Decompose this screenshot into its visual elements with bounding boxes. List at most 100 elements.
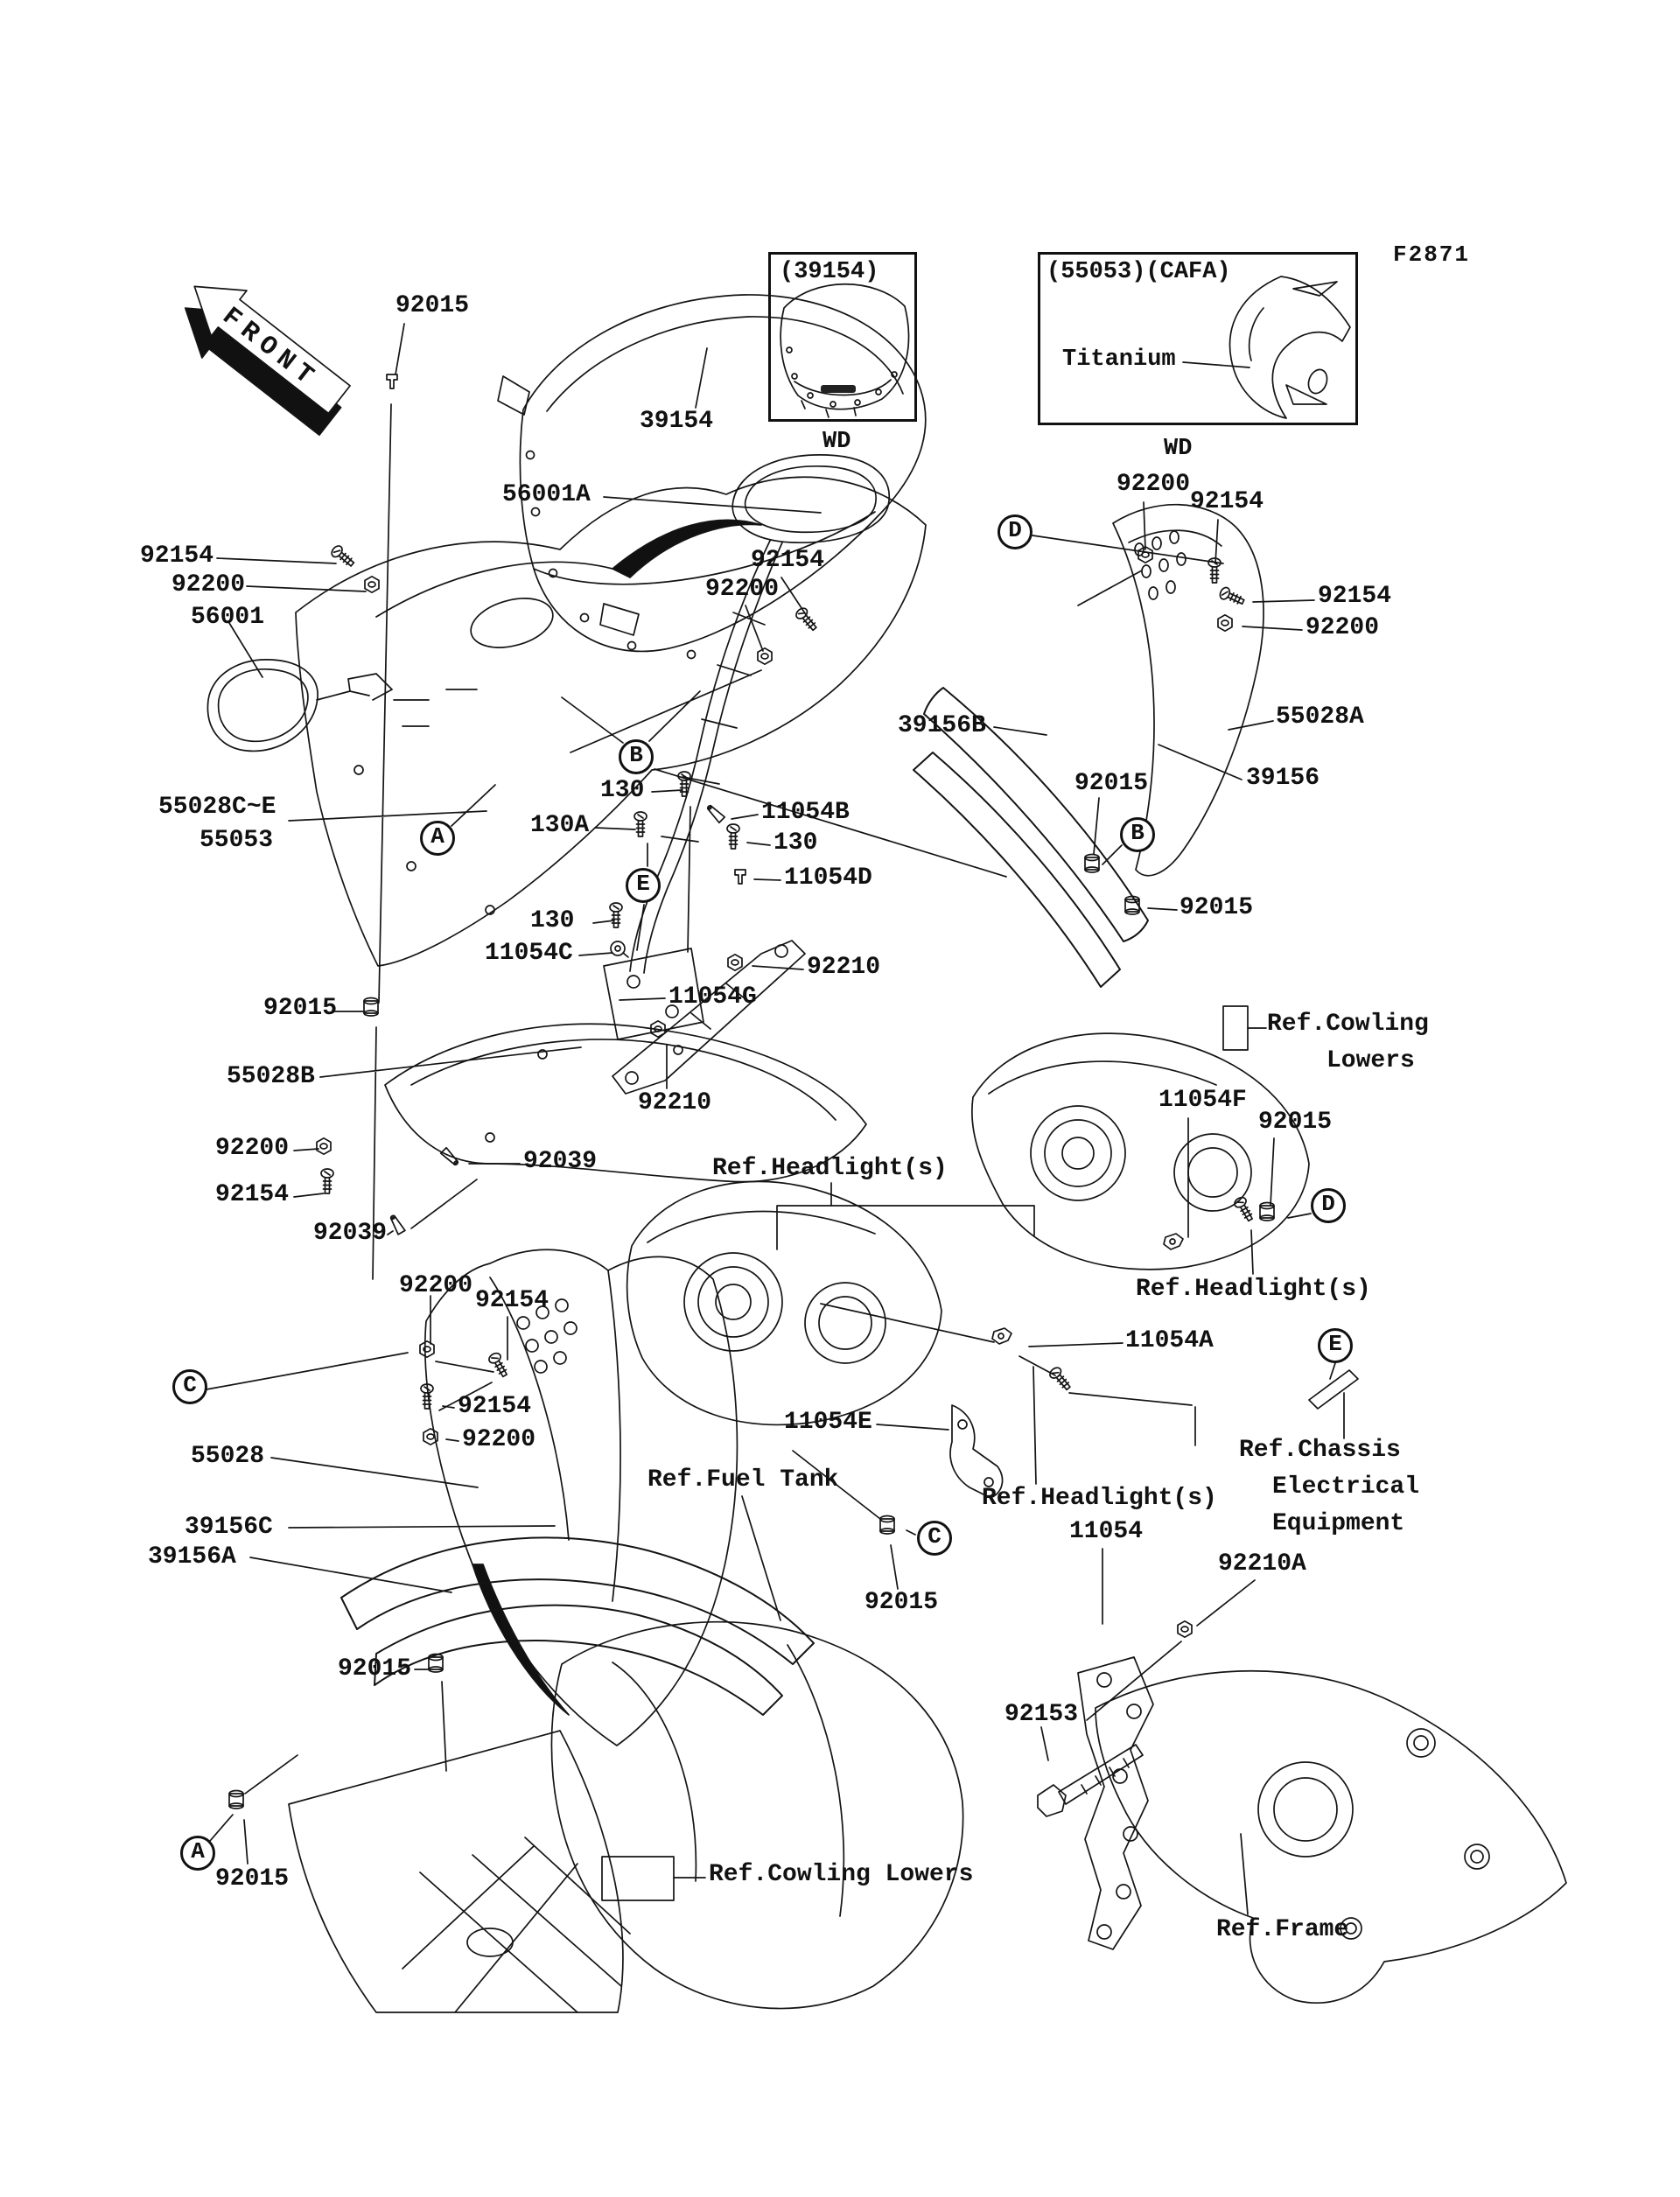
- part-label-ref-headlight-s-: Ref.Headlight(s): [982, 1485, 1217, 1512]
- stay-art: [612, 940, 806, 1095]
- part-label-92015: 92015: [215, 1865, 290, 1893]
- part-label-92154: 92154: [458, 1393, 532, 1420]
- part-label-ref-chassis: Ref.Chassis: [1239, 1437, 1401, 1464]
- part-label-92039: 92039: [523, 1148, 598, 1175]
- part-label-55028c-e: 55028C~E: [158, 794, 276, 821]
- fuel-tank-art: [288, 1620, 964, 2013]
- part-label-92153: 92153: [1004, 1701, 1079, 1728]
- part-label-39154: 39154: [640, 408, 714, 435]
- part-label-92200: 92200: [462, 1426, 536, 1453]
- headlight-right-art: [971, 1032, 1310, 1270]
- part-label-f2871: F2871: [1393, 241, 1471, 268]
- callout-circle-b: B: [1120, 817, 1155, 852]
- part-label-55053: 55053: [200, 827, 274, 854]
- part-label-92200: 92200: [172, 571, 246, 598]
- part-label-11054d: 11054D: [784, 864, 872, 892]
- upper-cowl-art: [295, 476, 927, 967]
- part-label-56001: 56001: [191, 604, 265, 631]
- bracket-11054-art: [1077, 1656, 1154, 1950]
- callout-circle-a: A: [420, 821, 455, 856]
- part-label-ref-headlight-s-: Ref.Headlight(s): [1136, 1276, 1371, 1303]
- stay-e2-art: [1308, 1369, 1359, 1410]
- part-label-titanium: Titanium: [1062, 346, 1176, 373]
- part-label-equipment: Equipment: [1272, 1510, 1405, 1537]
- part-label-92200: 92200: [215, 1135, 290, 1162]
- part-label-92200: 92200: [399, 1272, 473, 1299]
- part-label-130a: 130A: [530, 812, 590, 839]
- part-label-92154: 92154: [475, 1287, 550, 1314]
- part-label-ref-headlight-s-: Ref.Headlight(s): [712, 1155, 948, 1182]
- trim-strips-left-art: [340, 1536, 815, 1716]
- part-label-92015: 92015: [1258, 1109, 1333, 1136]
- part-label-56001a: 56001A: [502, 481, 591, 508]
- bracket-11054e-art: [949, 1404, 1004, 1499]
- part-label-ref-frame: Ref.Frame: [1216, 1916, 1349, 1943]
- part-label-130: 130: [774, 829, 818, 857]
- cowling-lowers-callout-box-bottom: [601, 1856, 675, 1901]
- part-label-92200: 92200: [1306, 614, 1380, 641]
- inset-cowl-art: [1228, 276, 1351, 419]
- part-label-92015: 92015: [1180, 894, 1254, 921]
- right-vent-cowl-art: [1112, 503, 1264, 877]
- part-label-92200: 92200: [1116, 471, 1191, 498]
- part-label-55028b: 55028B: [227, 1063, 315, 1090]
- part-label-39156: 39156: [1246, 765, 1320, 792]
- part-label-39156c: 39156C: [185, 1514, 273, 1541]
- part-label-92154: 92154: [140, 542, 214, 570]
- part-label-11054e: 11054E: [784, 1409, 872, 1436]
- windshield-art: [497, 294, 927, 660]
- part-label-39156b: 39156B: [898, 712, 986, 739]
- part-label-92154: 92154: [1318, 583, 1392, 610]
- callout-circle-e: E: [626, 868, 661, 903]
- part-label-92154: 92154: [1190, 488, 1264, 515]
- part-label-11054b: 11054B: [761, 799, 850, 826]
- part-label--39154-: (39154): [780, 259, 879, 285]
- part-label-electrical: Electrical: [1272, 1473, 1420, 1501]
- part-label-92210: 92210: [807, 954, 881, 981]
- part-label-ref-cowling: Ref.Cowling: [1267, 1011, 1429, 1038]
- cowling-lowers-callout-box: [1222, 1005, 1249, 1051]
- part-label-92154: 92154: [215, 1181, 290, 1208]
- headlight-left-art: [626, 1180, 942, 1426]
- callout-circle-c: C: [172, 1369, 207, 1404]
- part-label-92015: 92015: [338, 1655, 412, 1683]
- trim-strips-right-art: [913, 687, 1149, 988]
- part-label-130: 130: [530, 907, 575, 934]
- part-label-55028: 55028: [191, 1443, 265, 1470]
- part-label-92210: 92210: [638, 1089, 712, 1116]
- part-label-ref-cowling-lowers: Ref.Cowling Lowers: [709, 1861, 974, 1888]
- part-label-92210a: 92210A: [1218, 1550, 1306, 1578]
- part-label-wd: WD: [1164, 436, 1193, 462]
- part-label-39156a: 39156A: [148, 1543, 236, 1571]
- part-label-92015: 92015: [864, 1589, 939, 1616]
- part-label-92200: 92200: [705, 576, 780, 603]
- callout-circle-a: A: [180, 1836, 215, 1871]
- part-label-ref-fuel-tank: Ref.Fuel Tank: [648, 1466, 839, 1494]
- inset-windshield-art: [780, 283, 910, 418]
- part-label-lowers: Lowers: [1326, 1047, 1415, 1074]
- inset-box-windshield: [768, 252, 917, 422]
- part-label-92015: 92015: [263, 995, 338, 1022]
- part-label-92015: 92015: [396, 292, 470, 319]
- part-label-11054c: 11054C: [485, 940, 573, 967]
- callout-circle-b: B: [619, 739, 654, 774]
- part-label-11054f: 11054F: [1158, 1087, 1247, 1114]
- leader-lines: [206, 323, 1345, 1915]
- part-label-11054: 11054: [1069, 1518, 1144, 1545]
- part-label-55028a: 55028A: [1276, 703, 1364, 731]
- inset-box-cowl-titanium: [1038, 252, 1358, 425]
- part-label-92015: 92015: [1074, 770, 1149, 797]
- part-label-92039: 92039: [313, 1220, 388, 1247]
- frame-art: [1095, 1669, 1567, 2004]
- part-label-11054a: 11054A: [1125, 1327, 1214, 1354]
- callout-circle-e: E: [1318, 1328, 1353, 1363]
- part-label--55053-cafa-: (55053)(CAFA): [1046, 259, 1231, 285]
- part-label-wd: WD: [822, 429, 851, 455]
- callout-circle-d: D: [998, 514, 1032, 549]
- callout-circle-c: C: [917, 1521, 952, 1556]
- callout-circle-d: D: [1311, 1188, 1346, 1223]
- bolt-92153-art: [1037, 1744, 1144, 1817]
